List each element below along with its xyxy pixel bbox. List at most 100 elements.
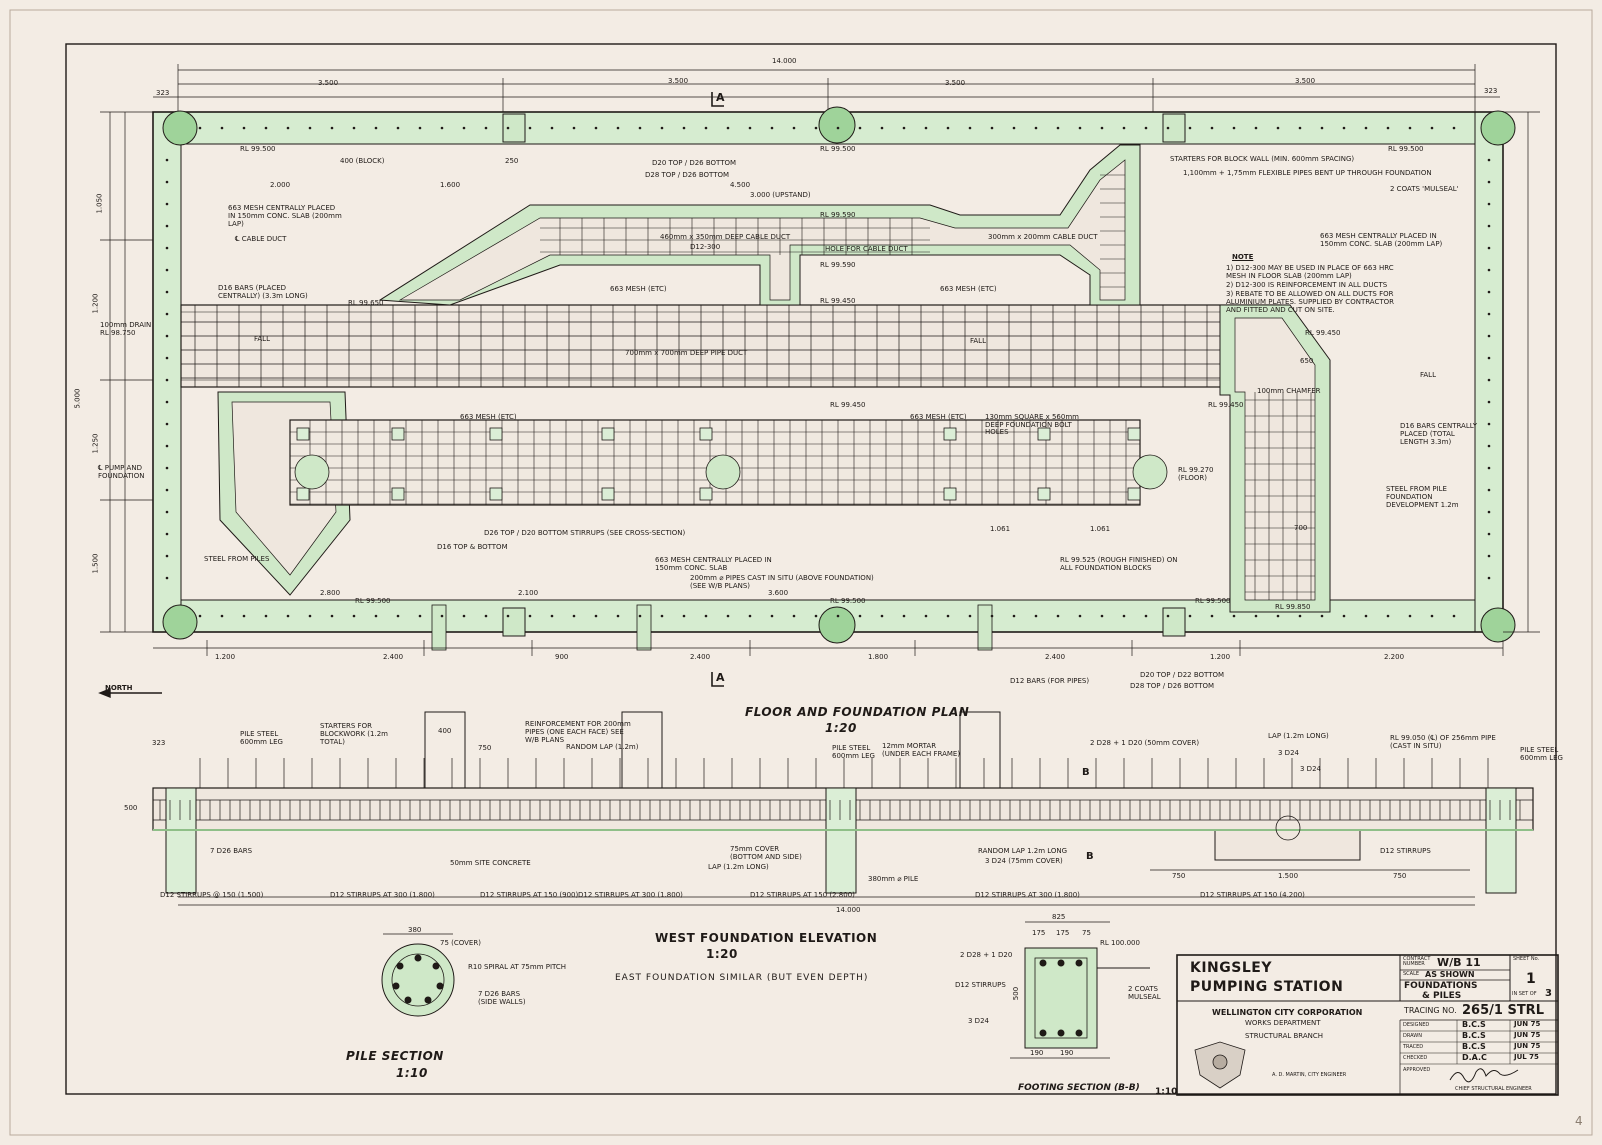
footing-dim-175a: 175 bbox=[1032, 929, 1046, 937]
starter-bar-dot bbox=[1298, 614, 1302, 618]
label-mesh-left: 663 MESH CENTRALLY PLACED IN 150mm CONC.… bbox=[228, 204, 342, 229]
starter-bar-dot bbox=[440, 614, 444, 618]
dim-1600: 1.600 bbox=[440, 181, 461, 189]
starter-bar-dot bbox=[165, 290, 169, 294]
dim-bay-1: 3.500 bbox=[318, 79, 339, 87]
starter-bar-dot bbox=[418, 614, 422, 618]
elev-d24-cover: 3 D24 (75mm COVER) bbox=[985, 857, 1063, 865]
subject-line-1: FOUNDATIONS bbox=[1404, 981, 1478, 991]
elev-dim-400: 400 bbox=[438, 727, 452, 735]
dim-edge-right: 323 bbox=[1484, 87, 1498, 95]
starter-bar-dot bbox=[1487, 268, 1491, 272]
label-foundation-bolts: 130mm SQUARE x 560mm DEEP FOUNDATION BOL… bbox=[985, 413, 1079, 437]
starter-bar-dot bbox=[814, 614, 818, 618]
starter-bar-dot bbox=[330, 614, 334, 618]
starter-bar-dot bbox=[396, 614, 400, 618]
elevation-starter-bars bbox=[159, 758, 1521, 820]
dim-bay-4: 3.500 bbox=[1295, 77, 1316, 85]
starter-bar-dot bbox=[165, 246, 169, 250]
signoff-name: D.A.C bbox=[1462, 1053, 1487, 1062]
dim-700: 700 bbox=[1294, 524, 1308, 532]
label-flex-pipes: 1,100mm + 1,75mm FLEXIBLE PIPES BENT UP … bbox=[1183, 169, 1432, 177]
starter-bar-dot bbox=[1487, 312, 1491, 316]
elev-stirrups-1: D12 STIRRUPS @ 150 (1.500) bbox=[160, 891, 264, 899]
plan-pipe-duct bbox=[180, 304, 1282, 388]
signoff-label: DESIGNED bbox=[1403, 1022, 1430, 1028]
rl-99450-c: RL 99.450 bbox=[830, 401, 866, 409]
starter-bar-dot bbox=[1487, 554, 1491, 558]
elev-stirrups-5: D12 STIRRUPS AT 150 (2.800) bbox=[750, 891, 855, 899]
starter-bar-dot bbox=[1364, 126, 1368, 130]
sheet-inner-border bbox=[65, 43, 1557, 1095]
approval-signature bbox=[1449, 1068, 1519, 1083]
label-cable-duct-2: 300mm x 200mm CABLE DUCT bbox=[988, 233, 1098, 241]
elev-cover-75: 75mm COVER (BOTTOM AND SIDE) bbox=[730, 845, 802, 862]
in-set-value: 3 bbox=[1545, 988, 1552, 999]
starter-bar-dot bbox=[880, 126, 884, 130]
note-title: NOTE bbox=[1232, 253, 1254, 261]
starter-bar-dot bbox=[770, 126, 774, 130]
starter-bar-dot bbox=[198, 126, 202, 130]
label-d16-centre: D16 BARS CENTRALLY PLACED (TOTAL LENGTH … bbox=[1400, 422, 1477, 447]
starter-bar-dot bbox=[594, 126, 598, 130]
footing-dim-190b: 190 bbox=[1060, 1049, 1074, 1057]
starter-bar-dot bbox=[374, 614, 378, 618]
starter-bar-dot bbox=[1487, 378, 1491, 382]
elev-pile-380: 380mm ⌀ PILE bbox=[868, 875, 919, 883]
starter-bar-dot bbox=[220, 126, 224, 130]
foundation-bolt-holes bbox=[296, 427, 1141, 501]
starter-bar-dot bbox=[528, 126, 532, 130]
elev-pile-steel-left: PILE STEEL 600mm LEG bbox=[240, 730, 283, 747]
rl-top-right: RL 99.500 bbox=[1388, 145, 1424, 153]
starter-bar-dot bbox=[726, 614, 730, 618]
footing-mulseal: 2 COATS MULSEAL bbox=[1128, 985, 1161, 1002]
starter-bar-dot bbox=[1320, 126, 1324, 130]
signoff-name: B.C.S bbox=[1462, 1031, 1486, 1040]
starter-bar-dot bbox=[308, 126, 312, 130]
dim-1061-a: 1.061 bbox=[990, 525, 1011, 533]
elev-lap-12b: LAP (1.2m LONG) bbox=[708, 863, 769, 871]
dim-edge-left: 323 bbox=[156, 89, 170, 97]
starter-bar-dot bbox=[440, 126, 444, 130]
note-3: 3) REBATE TO BE ALLOWED ON ALL DUCTS FOR… bbox=[1226, 290, 1394, 315]
sheet-outer-border bbox=[9, 9, 1593, 1136]
plan-top-dimensions bbox=[153, 64, 1500, 112]
elevation-note: EAST FOUNDATION SIMILAR (BUT EVEN DEPTH) bbox=[615, 973, 869, 983]
dim-bottom-2400c: 2.400 bbox=[1045, 653, 1066, 661]
starter-bar-dot bbox=[902, 614, 906, 618]
footing-dim-500: 500 bbox=[1012, 986, 1021, 1001]
elev-d26-bars: 7 D26 BARS bbox=[210, 847, 253, 855]
starter-bar-dot bbox=[814, 126, 818, 130]
starter-bar-dot bbox=[946, 614, 950, 618]
dim-3000: 3.000 (UPSTAND) bbox=[750, 191, 811, 199]
dim-bottom-900: 900 bbox=[555, 653, 569, 661]
starter-bar-dot bbox=[1122, 614, 1126, 618]
dim-2800: 2.800 bbox=[320, 589, 341, 597]
starter-bar-dot bbox=[1034, 126, 1038, 130]
starter-bar-dot bbox=[1166, 614, 1170, 618]
starter-bar-dot bbox=[165, 510, 169, 514]
starter-bar-dot bbox=[1056, 614, 1060, 618]
footing-dim-175b: 175 bbox=[1056, 929, 1070, 937]
starter-bar-dot bbox=[165, 400, 169, 404]
approved-label: APPROVED bbox=[1403, 1067, 1431, 1073]
starter-bar-dot bbox=[748, 126, 752, 130]
plan-scale: 1:20 bbox=[825, 721, 857, 735]
section-marker-a-top: A bbox=[716, 91, 726, 104]
starter-bar-dot bbox=[946, 126, 950, 130]
contract-number: W/B 11 bbox=[1437, 956, 1481, 969]
dim-4500: 4.500 bbox=[730, 181, 751, 189]
city-engineer: A. D. MARTIN, CITY ENGINEER bbox=[1272, 1072, 1347, 1078]
starter-bar-dot bbox=[1254, 614, 1258, 618]
dim-bottom-1200: 1.200 bbox=[215, 653, 236, 661]
rl-drain: 100mm DRAIN RL 98.750 bbox=[100, 321, 152, 337]
starter-bar-dot bbox=[660, 126, 664, 130]
starter-bar-dot bbox=[1210, 126, 1214, 130]
footing-stirrups: D12 STIRRUPS bbox=[955, 981, 1006, 989]
label-cable-duct-1: 460mm x 350mm DEEP CABLE DUCT bbox=[660, 233, 791, 241]
starter-bar-dot bbox=[1487, 510, 1491, 514]
starter-bar-dot bbox=[165, 466, 169, 470]
elev-dim-1500: 1.500 bbox=[1278, 872, 1299, 880]
rl-bottom-mid: RL 99.500 bbox=[830, 597, 866, 605]
rl-bottom-right: RL 99.500 bbox=[1195, 597, 1231, 605]
